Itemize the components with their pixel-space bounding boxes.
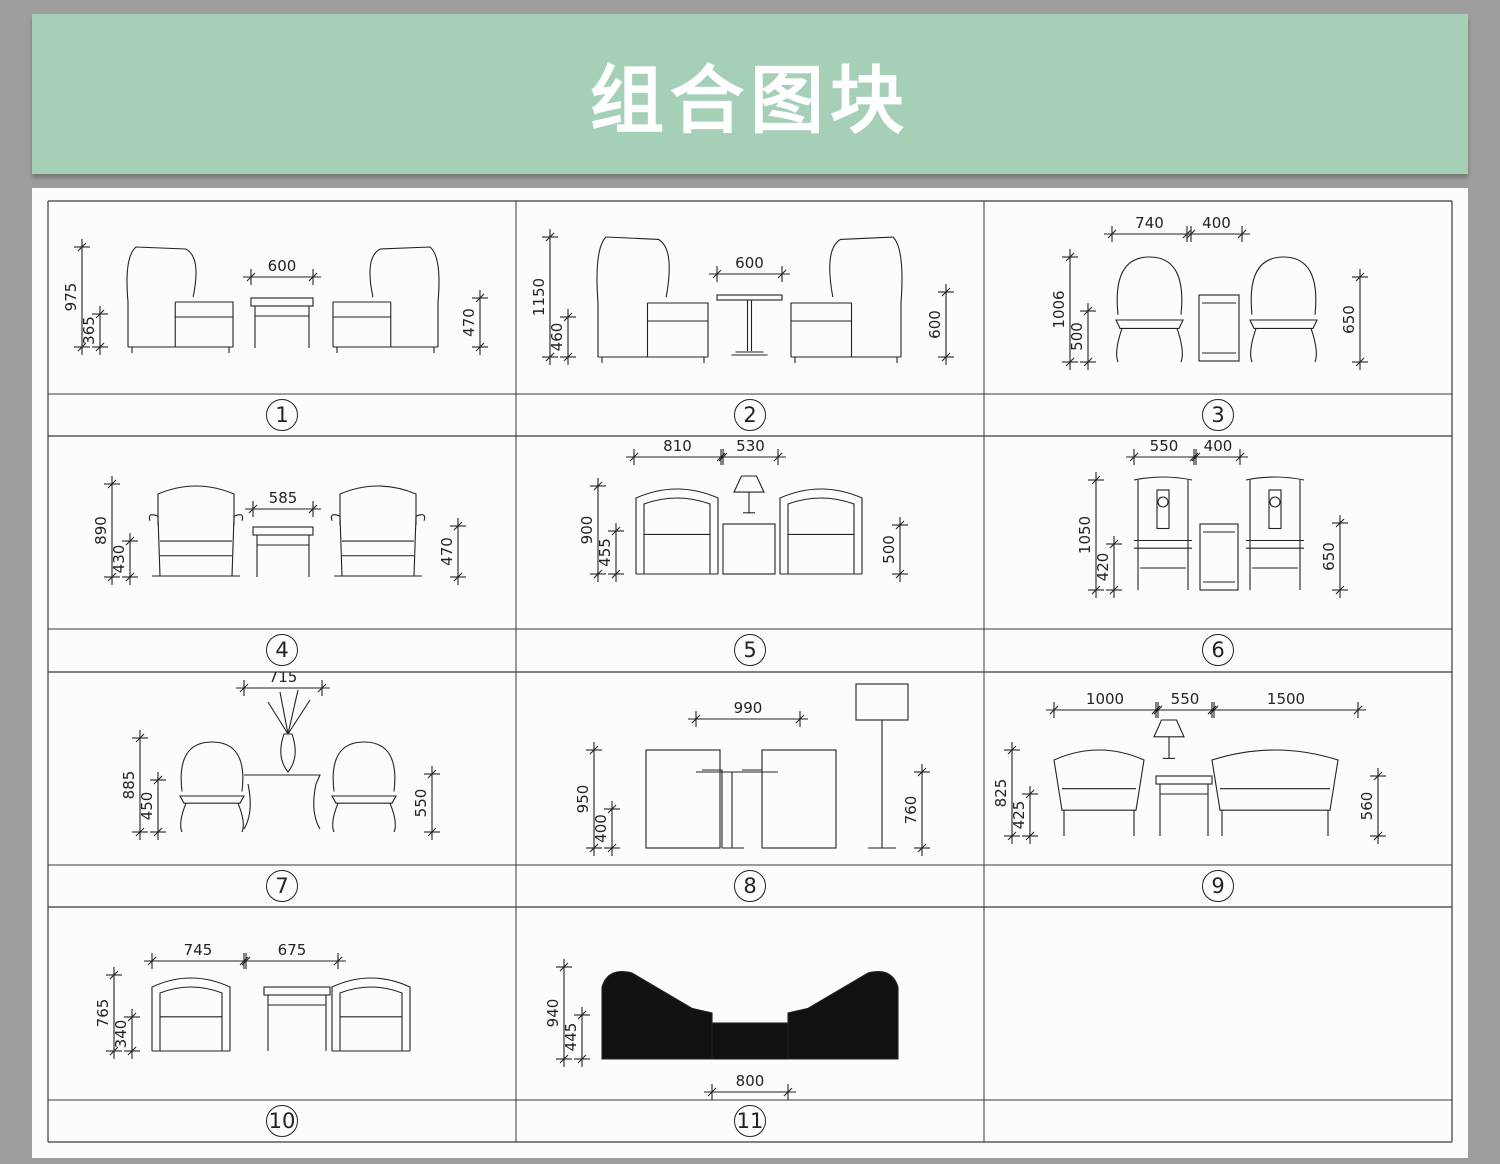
title-banner: 组合图块 bbox=[32, 14, 1468, 174]
dimension-height-label: 470 bbox=[438, 537, 456, 566]
dimension-height-label: 550 bbox=[412, 789, 430, 818]
dimension-width-label: 990 bbox=[734, 699, 763, 717]
dimension-width-label: 745 bbox=[184, 941, 213, 959]
dimension-width-label: 600 bbox=[735, 254, 764, 272]
cell-number-label: 11 bbox=[734, 1105, 766, 1137]
dimension-width-label: 400 bbox=[1204, 437, 1233, 455]
dimension-width-label: 400 bbox=[1202, 214, 1231, 232]
page-title: 组合图块 bbox=[590, 57, 910, 144]
dimension-height-label: 500 bbox=[880, 535, 898, 564]
dimension-width-label: 715 bbox=[269, 672, 298, 686]
dimension-height-label: 420 bbox=[1094, 553, 1112, 582]
dimension-height-label: 470 bbox=[460, 308, 478, 337]
cell-number-label: 1 bbox=[266, 399, 298, 431]
dimension-height-label: 600 bbox=[926, 310, 944, 339]
cell-number-label: 4 bbox=[266, 634, 298, 666]
dimension-height-label: 400 bbox=[592, 814, 610, 843]
dimension-height-label: 450 bbox=[138, 792, 156, 821]
cell-number-label: 2 bbox=[734, 399, 766, 431]
dimension-height-label: 425 bbox=[1010, 801, 1028, 830]
dimension-height-label: 340 bbox=[112, 1020, 130, 1049]
dimension-height-label: 1006 bbox=[1050, 290, 1068, 328]
dimension-width-label: 585 bbox=[269, 489, 298, 507]
dimension-width-label: 600 bbox=[268, 257, 297, 275]
table-grid bbox=[47, 200, 1453, 1143]
cell-number-label: 6 bbox=[1202, 634, 1234, 666]
dimension-width-label: 530 bbox=[736, 437, 765, 455]
dimension-height-label: 940 bbox=[544, 999, 562, 1028]
dimension-width-label: 675 bbox=[278, 941, 307, 959]
cell-number-label: 10 bbox=[266, 1105, 298, 1137]
dimension-height-label: 650 bbox=[1320, 542, 1338, 571]
dimension-height-label: 760 bbox=[902, 796, 920, 825]
dimension-height-label: 500 bbox=[1068, 322, 1086, 351]
dimension-width-label: 1500 bbox=[1267, 690, 1305, 708]
dimension-height-label: 765 bbox=[94, 999, 112, 1028]
cell-number-label: 5 bbox=[734, 634, 766, 666]
dimension-height-label: 975 bbox=[62, 283, 80, 312]
dimension-height-label: 950 bbox=[574, 785, 592, 814]
dimension-width-label: 740 bbox=[1135, 214, 1164, 232]
dimension-height-label: 825 bbox=[992, 779, 1010, 808]
dimension-height-label: 900 bbox=[578, 516, 596, 545]
dimension-height-label: 455 bbox=[596, 538, 614, 567]
dimension-height-label: 885 bbox=[120, 771, 138, 800]
dimension-height-label: 560 bbox=[1358, 792, 1376, 821]
dimension-height-label: 1150 bbox=[530, 278, 548, 316]
dimension-height-label: 890 bbox=[92, 516, 110, 545]
cell-number-label: 3 bbox=[1202, 399, 1234, 431]
cell-number-label: 9 bbox=[1202, 870, 1234, 902]
dimension-width-label: 1000 bbox=[1086, 690, 1124, 708]
dimension-height-label: 445 bbox=[562, 1023, 580, 1052]
dimension-height-label: 365 bbox=[80, 316, 98, 345]
dimension-height-label: 650 bbox=[1340, 305, 1358, 334]
dimension-width-label: 550 bbox=[1171, 690, 1200, 708]
cell-number-label: 7 bbox=[266, 870, 298, 902]
dimension-height-label: 430 bbox=[110, 545, 128, 574]
dimension-width-label: 800 bbox=[736, 1072, 765, 1090]
cell-number-label: 8 bbox=[734, 870, 766, 902]
dimension-height-label: 1050 bbox=[1076, 516, 1094, 554]
dimension-width-label: 550 bbox=[1150, 437, 1179, 455]
dimension-width-label: 810 bbox=[663, 437, 692, 455]
dimension-height-label: 460 bbox=[548, 323, 566, 352]
